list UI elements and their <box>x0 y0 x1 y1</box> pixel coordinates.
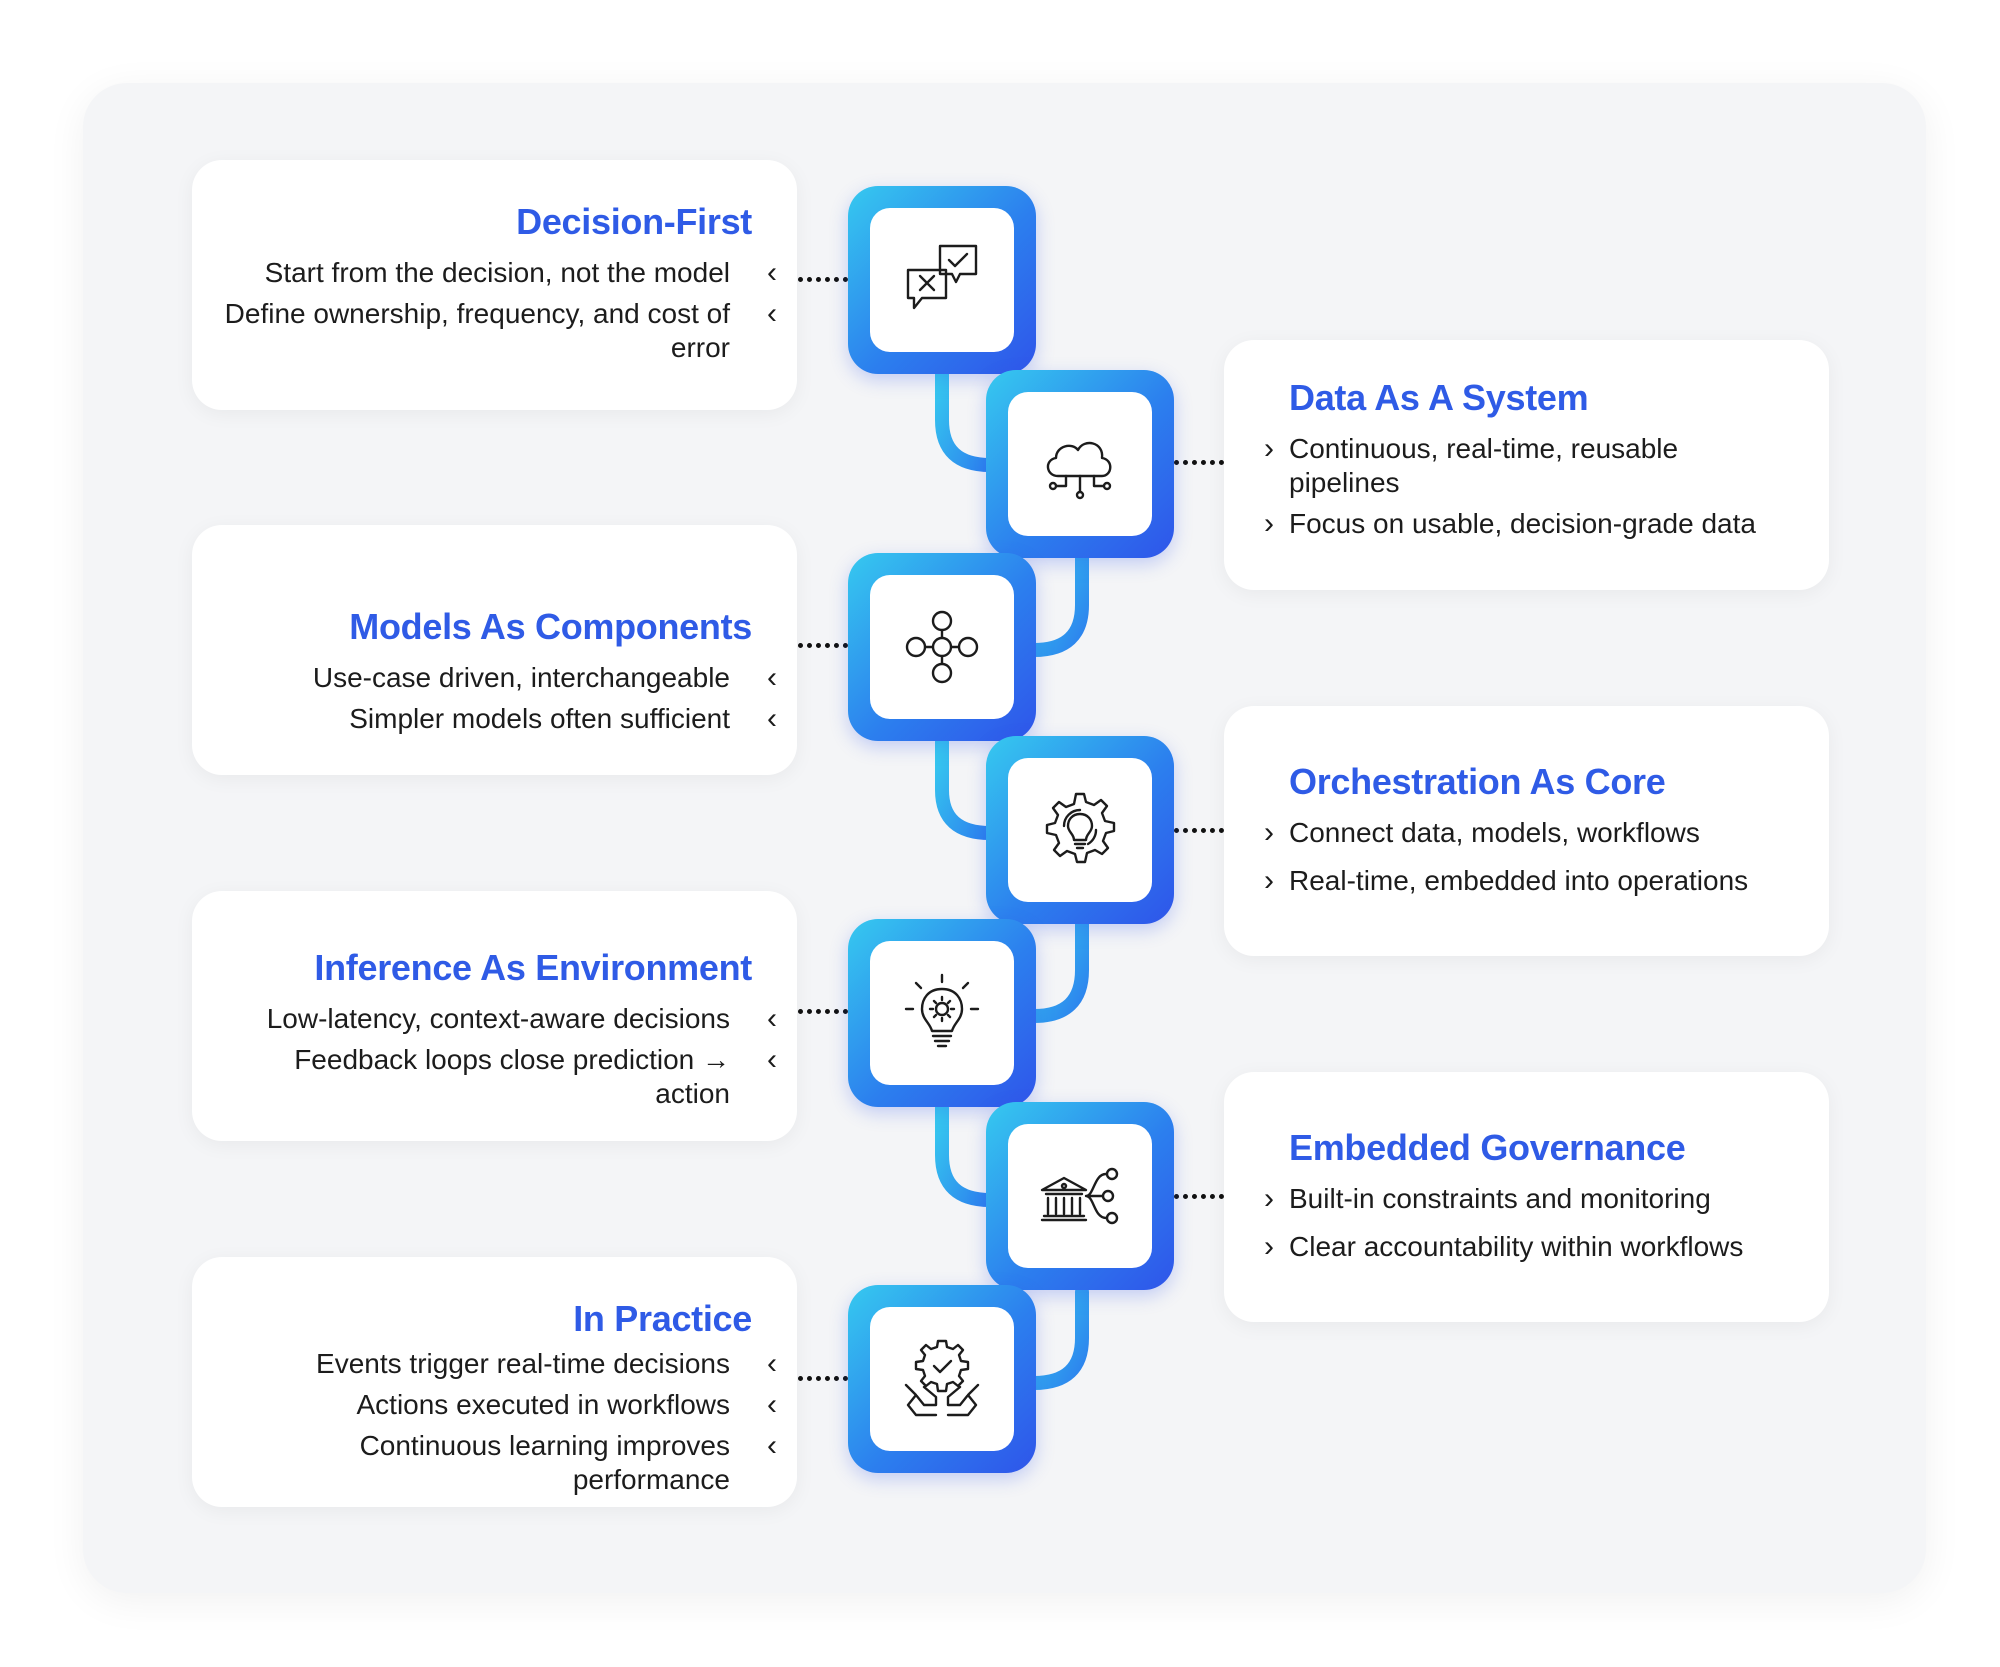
bullet-item: ›Continuous, real-time, reusable pipelin… <box>1264 431 1679 498</box>
card-orchestration-as-core: Orchestration As Core ›Connect data, mod… <box>1224 706 1829 956</box>
decision-chat-icon <box>906 244 978 310</box>
dotted-connector <box>1174 1194 1224 1199</box>
bullet-item: Low-latency, context-aware decisions‹ <box>266 1001 777 1035</box>
chevron-left-icon: ‹ <box>767 1387 777 1421</box>
connector-tube <box>935 735 997 840</box>
dotted-connector <box>798 277 848 282</box>
tile-data-as-a-system <box>986 370 1174 558</box>
bullet-item: Events trigger real-time decisions‹ <box>316 1346 777 1380</box>
chevron-left-icon: ‹ <box>767 1428 777 1462</box>
chevron-right-icon: › <box>1264 863 1274 897</box>
cloud-network-icon <box>1046 441 1112 500</box>
bullet-item: Actions executed in workflows‹ <box>356 1387 777 1421</box>
dotted-connector <box>1174 460 1224 465</box>
connector-tube <box>1027 917 1089 1023</box>
chevron-right-icon: › <box>1264 1181 1274 1215</box>
card-data-as-a-system: Data As A System ›Continuous, real-time,… <box>1224 340 1829 590</box>
dotted-connector <box>798 1376 848 1381</box>
card-models-as-components: Models As Components Use-case driven, in… <box>192 525 797 775</box>
chevron-left-icon: ‹ <box>767 1042 777 1076</box>
dotted-connector <box>798 643 848 648</box>
card-embedded-governance: Embedded Governance ›Built-in constraint… <box>1224 1072 1829 1322</box>
bullet-item: Simpler models often sufficient‹ <box>349 701 777 735</box>
nodes-network-icon <box>905 610 979 684</box>
tile-orchestration-as-core <box>986 736 1174 924</box>
bullet-item: ›Real-time, embedded into operations <box>1264 863 1749 897</box>
connector-tube <box>1027 551 1089 657</box>
chevron-left-icon: ‹ <box>767 255 777 289</box>
tile-decision-first <box>848 186 1036 374</box>
bullet-item: ›Connect data, models, workflows <box>1264 815 1700 849</box>
chevron-right-icon: › <box>1264 431 1274 465</box>
dotted-connector <box>798 1009 848 1014</box>
card-title: Decision-First <box>516 201 752 242</box>
bullet-item: ›Focus on usable, decision-grade data <box>1264 506 1756 540</box>
tile-in-practice <box>848 1285 1036 1473</box>
card-inference-as-environment: Inference As Environment Low-latency, co… <box>192 891 797 1141</box>
bullet-item: Define ownership, frequency, and cost of… <box>224 296 777 363</box>
card-in-practice: In Practice Events trigger real-time dec… <box>192 1257 797 1507</box>
card-title: Models As Components <box>349 606 752 647</box>
gear-bulb-cycle-icon <box>1045 792 1116 864</box>
chevron-left-icon: ‹ <box>767 1346 777 1380</box>
bullet-item: Start from the decision, not the model‹ <box>264 255 777 289</box>
card-title: Inference As Environment <box>314 947 752 988</box>
card-title: Orchestration As Core <box>1289 761 1666 802</box>
chevron-left-icon: ‹ <box>767 701 777 735</box>
card-title: Embedded Governance <box>1289 1127 1686 1168</box>
chevron-right-icon: › <box>1264 815 1274 849</box>
hands-gear-check-icon <box>904 1339 980 1417</box>
tile-inference-as-environment <box>848 919 1036 1107</box>
chevron-left-icon: ‹ <box>767 296 777 330</box>
chevron-left-icon: ‹ <box>767 1001 777 1035</box>
chevron-left-icon: ‹ <box>767 660 777 694</box>
card-title: Data As A System <box>1289 377 1589 418</box>
connector-tube <box>935 1101 997 1207</box>
connector-tube <box>935 365 997 472</box>
bullet-item: ›Clear accountability within workflows <box>1264 1229 1744 1263</box>
bullet-item: Use-case driven, interchangeable‹ <box>312 660 777 694</box>
lightbulb-gear-icon <box>904 973 980 1048</box>
tile-embedded-governance <box>986 1102 1174 1290</box>
dotted-connector <box>1174 828 1224 833</box>
chevron-right-icon: › <box>1264 1229 1274 1263</box>
tile-models-as-components <box>848 553 1036 741</box>
bullet-item: ›Built-in constraints and monitoring <box>1264 1181 1711 1215</box>
connector-tube <box>1027 1285 1089 1390</box>
chevron-right-icon: › <box>1264 506 1274 540</box>
card-title: In Practice <box>573 1298 752 1339</box>
bullet-item: Continuous learning improves performance… <box>359 1428 777 1495</box>
bank-branches-icon <box>1040 1167 1119 1225</box>
card-decision-first: Decision-First Start from the decision, … <box>192 160 797 410</box>
bullet-item: Feedback loops close prediction → action… <box>294 1042 777 1109</box>
